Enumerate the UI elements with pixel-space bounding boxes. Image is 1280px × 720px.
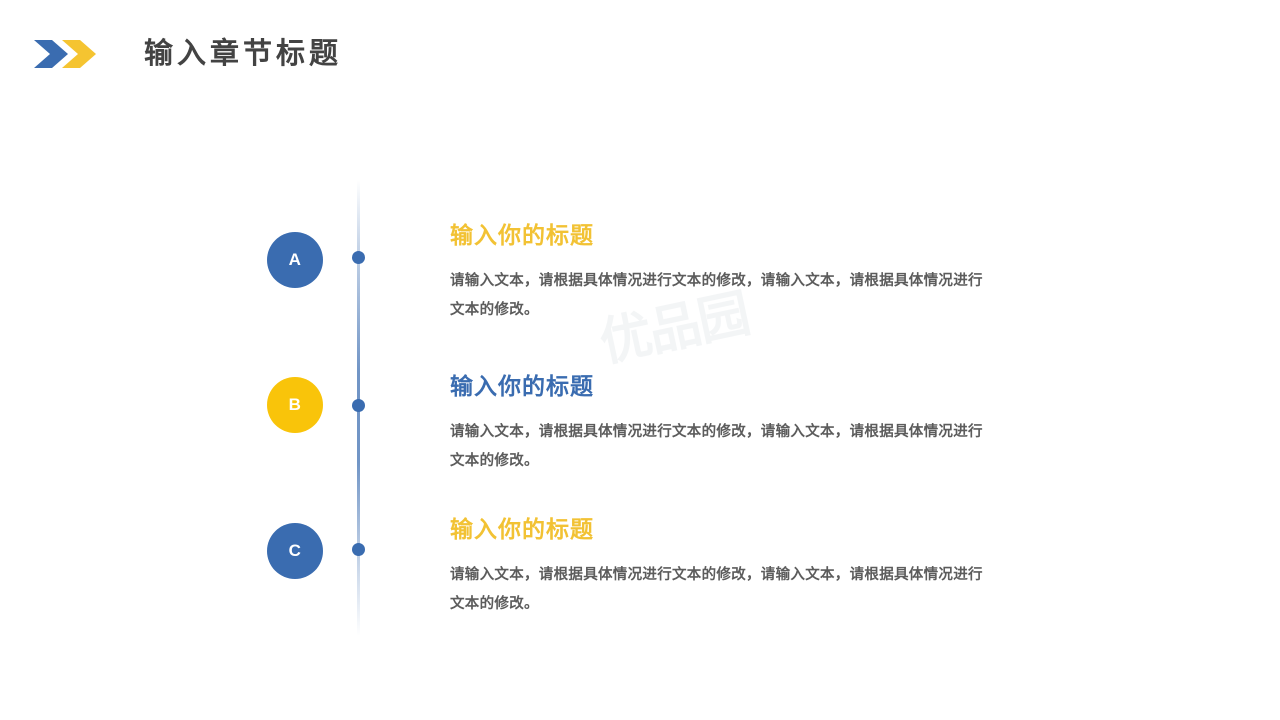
item-text-block-b: 输入你的标题 请输入文本，请根据具体情况进行文本的修改，请输入文本，请根据具体情… [450, 371, 995, 476]
item-body-b: 请输入文本，请根据具体情况进行文本的修改，请输入文本，请根据具体情况进行文本的修… [450, 424, 983, 469]
item-title-b: 输入你的标题 [450, 373, 594, 399]
item-title-a: 输入你的标题 [450, 222, 594, 248]
timeline-node-dot-b [352, 399, 365, 412]
timeline-node-dot-c [352, 543, 365, 556]
item-text-block-a: 输入你的标题 请输入文本，请根据具体情况进行文本的修改，请输入文本，请根据具体情… [450, 220, 995, 325]
item-badge-a[interactable]: A [267, 232, 323, 288]
item-text-block-c: 输入你的标题 请输入文本，请根据具体情况进行文本的修改，请输入文本，请根据具体情… [450, 514, 995, 619]
slide-header: 输入章节标题 [32, 28, 342, 80]
item-badge-b[interactable]: B [267, 377, 323, 433]
item-body-c: 请输入文本，请根据具体情况进行文本的修改，请输入文本，请根据具体情况进行文本的修… [450, 567, 983, 612]
item-title-c: 输入你的标题 [450, 516, 594, 542]
double-chevron-right-icon [34, 40, 96, 68]
page-title: 输入章节标题 [144, 38, 343, 70]
item-badge-c[interactable]: C [267, 523, 323, 579]
item-body-a: 请输入文本，请根据具体情况进行文本的修改，请输入文本，请根据具体情况进行文本的修… [450, 273, 983, 318]
timeline-node-dot-a [352, 251, 365, 264]
